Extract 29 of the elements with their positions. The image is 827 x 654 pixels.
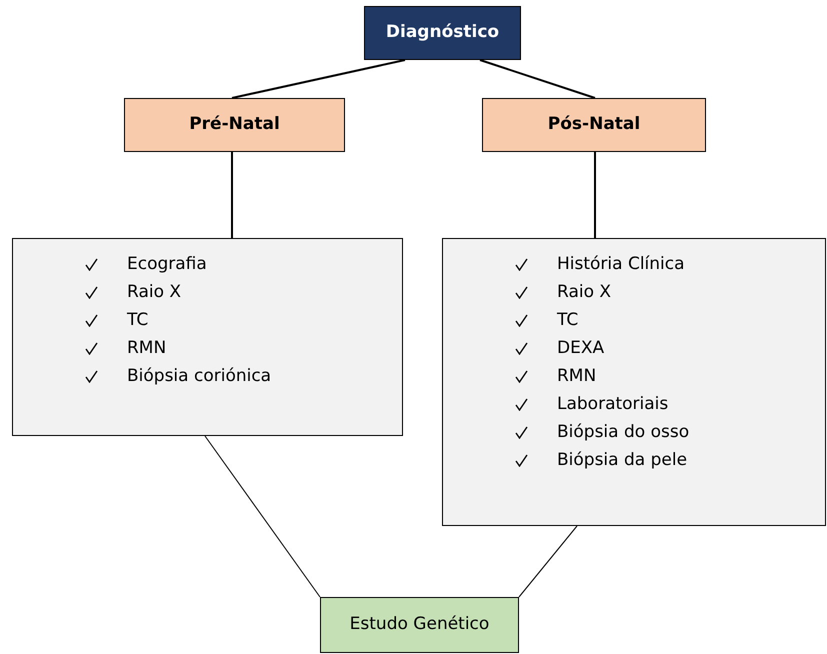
- connector-line: [231, 152, 233, 238]
- list-item: Biópsia do osso: [557, 421, 690, 444]
- list-item: TC: [127, 309, 148, 332]
- list-item: Raio X: [557, 281, 612, 304]
- list-item: Biópsia da pele: [557, 449, 688, 472]
- process-box: [364, 6, 521, 60]
- box-label: Pré-Natal: [189, 113, 280, 136]
- list-box: [442, 238, 826, 526]
- connector-line: [480, 59, 596, 99]
- list-item: DEXA: [557, 337, 604, 360]
- process-box: [320, 597, 519, 653]
- list-item: RMN: [557, 365, 596, 388]
- process-box: [482, 98, 706, 152]
- list-item: Biópsia coriónica: [127, 365, 272, 388]
- list-item: Laboratoriais: [557, 393, 668, 416]
- connector-line: [204, 436, 320, 598]
- list-box: [12, 238, 403, 436]
- list-item: RMN: [127, 337, 166, 360]
- list-item: TC: [557, 309, 578, 332]
- list-item: Ecografia: [127, 253, 207, 276]
- box-label: Estudo Genético: [350, 613, 490, 636]
- process-box: [124, 98, 345, 152]
- connector-line: [518, 526, 578, 598]
- connector-line: [232, 59, 406, 99]
- box-label: Pós-Natal: [548, 113, 640, 136]
- box-label: Diagnóstico: [386, 21, 500, 44]
- connector-line: [594, 152, 596, 238]
- list-item: Raio X: [127, 281, 182, 304]
- list-item: História Clínica: [557, 253, 685, 276]
